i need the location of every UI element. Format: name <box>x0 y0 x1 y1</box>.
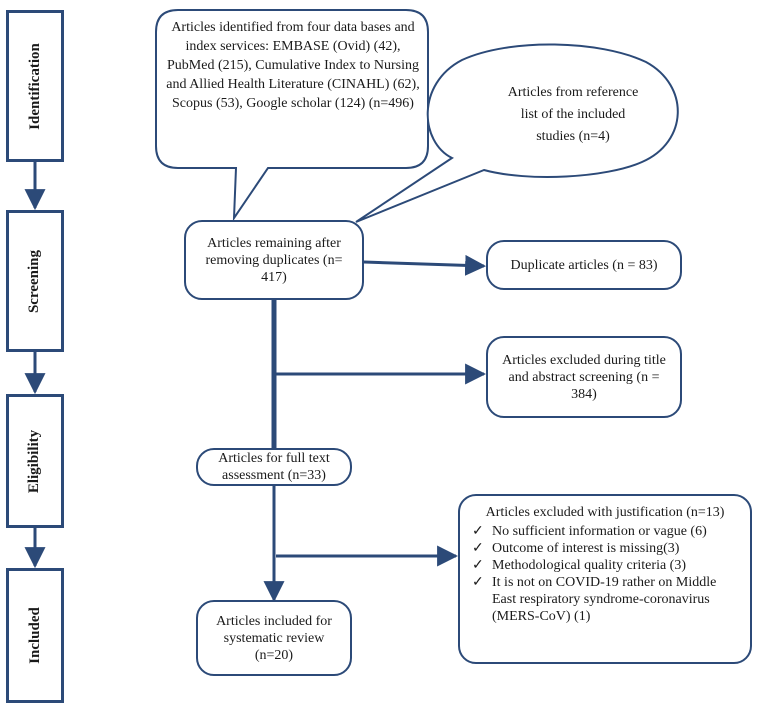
excluded-screening-text: Articles excluded during title and abstr… <box>502 352 666 402</box>
duplicates-box: Duplicate articles (n = 83) <box>486 240 682 290</box>
fulltext-text: Articles for full text assessment (n=33) <box>218 451 330 483</box>
stage-label: Included <box>26 607 43 664</box>
duplicates-text: Duplicate articles (n = 83) <box>510 257 658 273</box>
remaining-text: Articles remaining after removing duplic… <box>205 235 343 285</box>
list-item: ✓It is not on COVID-19 rather on Middle … <box>472 575 717 624</box>
stage-label: Identification <box>26 42 43 130</box>
included-text: Articles included for systematic review … <box>216 613 332 663</box>
list-item: ✓Outcome of interest is missing(3) <box>472 541 680 556</box>
stage-label: Screening <box>26 249 43 313</box>
stage-included: Included <box>6 568 64 703</box>
identified-bubble-shape <box>155 9 429 222</box>
reference-bubble-shape <box>355 43 679 223</box>
stage-label: Eligibility <box>26 429 43 493</box>
fulltext-box: Articles for full text assessment (n=33) <box>196 448 352 486</box>
stage-identification: Identification <box>6 10 64 162</box>
stage-eligibility: Eligibility <box>6 394 64 528</box>
exclusion-reasons-list: ✓No sufficient information or vague (6) … <box>470 523 740 625</box>
remaining-box: Articles remaining after removing duplic… <box>184 220 364 300</box>
stage-screening: Screening <box>6 210 64 352</box>
reference-text: Articles from reference list of the incl… <box>507 85 639 144</box>
list-item: ✓Methodological quality criteria (3) <box>472 558 686 573</box>
check-icon: ✓ <box>472 524 484 539</box>
check-icon: ✓ <box>472 558 484 573</box>
arrow-to-duplicates <box>363 254 487 276</box>
excluded-justification-box: Articles excluded with justification (n=… <box>458 494 752 664</box>
list-item: ✓No sufficient information or vague (6) <box>472 524 707 539</box>
included-box: Articles included for systematic review … <box>196 600 352 676</box>
identified-text: Articles identified from four data bases… <box>166 20 420 111</box>
check-icon: ✓ <box>472 541 484 556</box>
excluded-screening-box: Articles excluded during title and abstr… <box>486 336 682 418</box>
check-icon: ✓ <box>472 575 484 590</box>
excluded-justification-title: Articles excluded with justification (n=… <box>485 505 725 520</box>
